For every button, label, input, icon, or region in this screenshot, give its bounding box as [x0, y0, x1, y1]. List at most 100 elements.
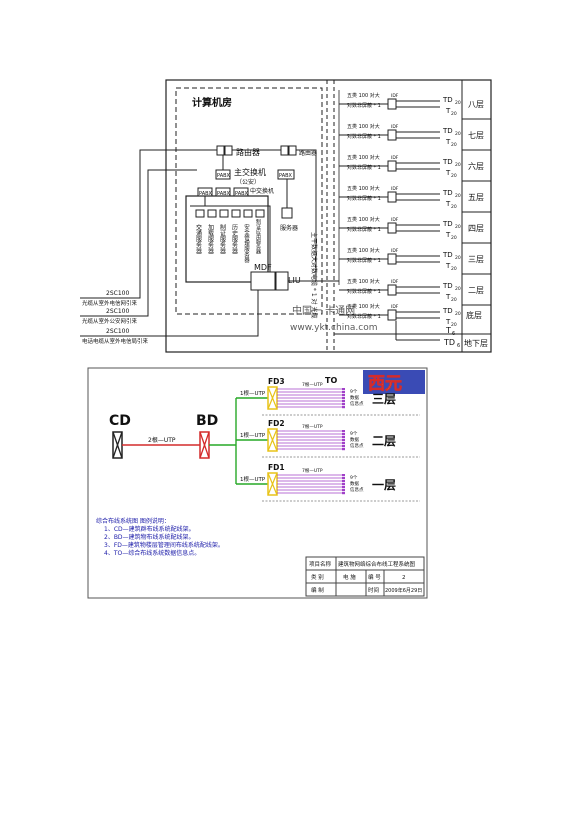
floor-label: 五层 — [468, 193, 484, 202]
router-left-label: 路由器 — [236, 147, 260, 157]
t-label: T — [445, 200, 451, 208]
legend-title: 综合布线系统图 图例说明： — [96, 517, 170, 525]
incoming-line-2 — [80, 169, 197, 317]
pabx-row-label-3: PABX — [235, 191, 249, 197]
t-sub: 20 — [451, 204, 457, 210]
date-label: 时间 — [368, 586, 379, 594]
floor-cable-label: 五类 100 对大 — [347, 278, 380, 285]
bd-fd-feeders — [209, 398, 237, 484]
cabling-floor-label: 一层 — [372, 478, 396, 492]
idf-label: IDF — [391, 304, 399, 310]
floor-cable-label: 对数非屏蔽 * 1 — [347, 313, 381, 320]
idf-label: IDF — [391, 124, 399, 130]
outlet-icon — [342, 397, 345, 400]
server-icon — [207, 209, 217, 218]
td-sub: 20 — [455, 131, 461, 137]
main-switch-sub-label: （公安） — [236, 178, 260, 186]
floor-cable-label: 五类 100 对大 — [347, 92, 380, 99]
server-group-box — [185, 195, 269, 283]
type-label: 类 别 — [311, 573, 324, 581]
outlet-label: 9个 — [350, 475, 358, 481]
server-label-3: 制证服务器 — [219, 223, 226, 255]
corner-title: 西元 — [368, 374, 402, 394]
td-label: TD — [442, 158, 453, 166]
idf-label: IDF — [391, 186, 399, 192]
feeder-label: 1根—UTP — [240, 431, 266, 439]
floor-label: 八层 — [468, 100, 484, 109]
t-sub: 20 — [451, 322, 457, 328]
floor-label: 三层 — [468, 255, 484, 264]
td-sub: 20 — [455, 162, 461, 168]
outlet-icon — [342, 483, 345, 486]
td-label: TD — [442, 96, 453, 104]
outlet-icon — [342, 448, 345, 451]
t-sub: 20 — [451, 235, 457, 241]
basement-floor-label: 地下层 — [464, 338, 488, 348]
fd-label: FD3 — [268, 377, 285, 386]
legend-item-2: 2、BD—建筑物布线系统配线架。 — [104, 533, 195, 541]
t-label: T — [445, 318, 451, 326]
floor-cable-label: 五类 100 对大 — [347, 123, 380, 130]
router-left-icon-2 — [224, 145, 233, 156]
bd-cross — [199, 431, 210, 459]
router-right-icon — [280, 145, 289, 156]
right-server-icon — [281, 207, 293, 219]
server-label-1: 交通服务器 — [195, 223, 202, 255]
td-sub: 20 — [455, 193, 461, 199]
incoming-line-3 — [80, 290, 259, 337]
t-label: T — [445, 262, 451, 270]
outlet-icon — [342, 436, 345, 439]
outlet-label: 9个 — [350, 389, 358, 395]
outlet-icon — [342, 430, 345, 433]
idf-label: IDF — [391, 93, 399, 99]
idf-label: IDF — [391, 279, 399, 285]
right-server-label: 服务器 — [280, 224, 298, 232]
fd-cross — [267, 428, 278, 452]
server-label-2: 加载服务器 — [207, 223, 214, 255]
td-label: TD — [442, 307, 453, 315]
floor-cable-label: 五类 100 对大 — [347, 185, 380, 192]
floor-label: 二层 — [468, 286, 484, 295]
basement-t-sub: 6 — [452, 331, 455, 337]
floor-cable-label: 对数非屏蔽 * 1 — [347, 226, 381, 233]
floor-cable-label: 五类 100 对大 — [347, 303, 380, 310]
to-label: TO — [325, 376, 337, 385]
outlet-icon — [342, 439, 345, 442]
server-icon — [219, 209, 229, 218]
outlet-icon — [342, 492, 345, 495]
link-router-liu — [296, 149, 317, 281]
incoming-code-2: 2SC100 — [106, 308, 129, 315]
pabx-right-label: PABX — [279, 173, 293, 179]
main-switch-label: 主交换机 — [234, 167, 266, 177]
td-label: TD — [442, 282, 453, 290]
outlet-icon — [342, 474, 345, 477]
td-sub: 20 — [455, 286, 461, 292]
server-icon — [243, 209, 253, 218]
outlet-icon — [342, 445, 345, 448]
pabx-row-label-2: PABX — [217, 191, 231, 197]
outlet-icon — [342, 388, 345, 391]
idf-label: IDF — [391, 217, 399, 223]
t-label: T — [445, 169, 451, 177]
idf-icon — [387, 191, 397, 203]
t-sub: 20 — [451, 142, 457, 148]
floor-cable-label: 对数非屏蔽 * 1 — [347, 133, 381, 140]
t-sub: 20 — [451, 173, 457, 179]
outlet-icon — [342, 480, 345, 483]
td-label: TD — [442, 127, 453, 135]
cabling-floor-label: 二层 — [372, 434, 396, 448]
td-sub: 20 — [455, 100, 461, 106]
incoming-line-1 — [80, 149, 217, 299]
number-value: 2 — [402, 575, 406, 581]
type-value: 电 施 — [343, 573, 356, 581]
legend-item-4: 4、TO—综合布线系统数据信息点。 — [104, 549, 200, 557]
outlet-icon — [342, 400, 345, 403]
